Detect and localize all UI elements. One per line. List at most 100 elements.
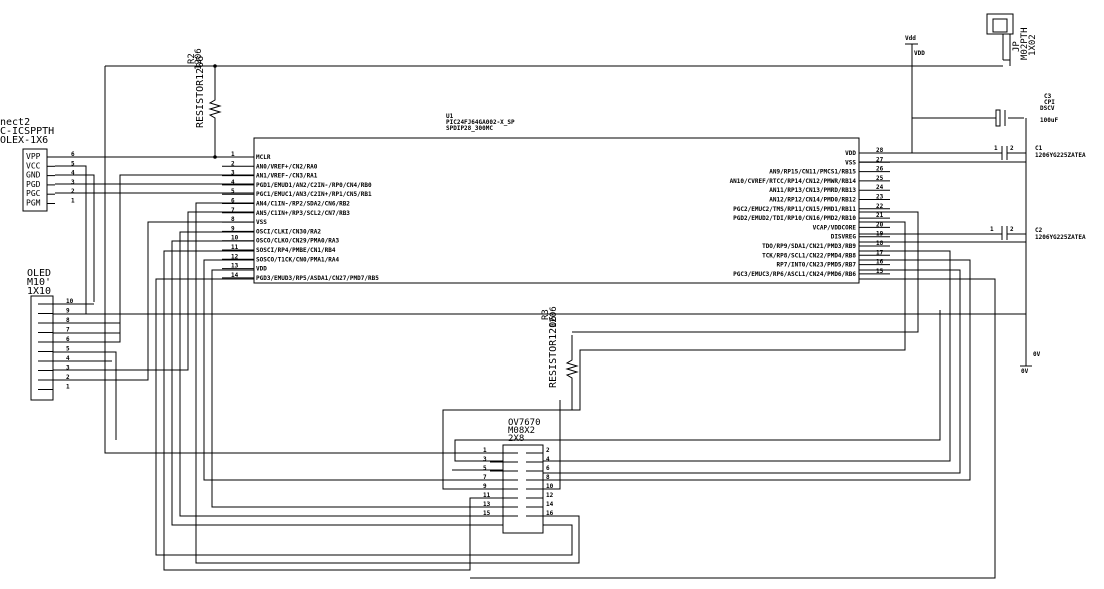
icsp-part: C-ICSPPTH bbox=[0, 126, 54, 137]
u1-pin-number: 7 bbox=[231, 207, 235, 214]
u1-pin-number: 9 bbox=[231, 225, 235, 232]
u1-pin-name: PGD2/EMUD2/TDI/RP10/CN16/PMD2/RB10 bbox=[733, 215, 856, 222]
capacitor-c2[interactable]: 1 2 C2 1206YG225ZATEA bbox=[990, 226, 1086, 241]
u1-package: SPDIP28_300MC bbox=[446, 125, 493, 132]
u1-pin-number: 20 bbox=[876, 221, 884, 228]
icsp-pin-name: PGM bbox=[26, 199, 41, 208]
oled-pin-number: 1 bbox=[66, 384, 70, 391]
ov7670-pin-number: 12 bbox=[546, 492, 554, 499]
u1-pin-number: 10 bbox=[231, 235, 239, 242]
u1-pin-number: 3 bbox=[231, 170, 235, 177]
jp-inner bbox=[992, 18, 1008, 33]
u1-pin-name: AN10/CVREF/RTCC/RP14/CN12/PMWR/RB14 bbox=[730, 178, 857, 185]
jp-part: M02PTH bbox=[1020, 27, 1030, 60]
icsp-pin-name: PGC bbox=[26, 189, 41, 198]
resistor-r2[interactable]: R2 1206 RESISTOR1206 bbox=[187, 48, 222, 159]
jumper-jp[interactable]: JP M02PTH 1X02 bbox=[986, 13, 1038, 66]
ov7670-pin-number: 15 bbox=[483, 510, 491, 517]
u1-pin-number: 6 bbox=[231, 198, 235, 205]
ov7670-pin-number: 7 bbox=[483, 474, 487, 481]
u1-pin-name: VSS bbox=[845, 159, 856, 166]
r3-zigzag bbox=[565, 335, 579, 410]
icsp-pin-name: VPP bbox=[26, 152, 41, 161]
u1-pin-number: 12 bbox=[231, 253, 239, 260]
oled-pin-number: 10 bbox=[66, 298, 74, 305]
c3-package: DSCV bbox=[1040, 105, 1055, 112]
r3-part: RESISTOR1206 bbox=[548, 316, 559, 388]
u1-pin-name: PGC3/EMUC3/RP6/ASCL1/CN24/PMD6/RB6 bbox=[733, 271, 856, 278]
net-wires bbox=[53, 44, 1027, 579]
ov7670-pin-number: 4 bbox=[546, 456, 550, 463]
icsp-body bbox=[22, 148, 48, 212]
u1-pin-number: 26 bbox=[876, 166, 884, 173]
ov7670-pin-number: 5 bbox=[483, 465, 487, 472]
u1-pin-name: AN11/RP13/CN13/PMRD/RB13 bbox=[769, 187, 856, 194]
c1-part: 1206YG225ZATEA bbox=[1035, 152, 1086, 159]
u1-pin-number: 13 bbox=[231, 263, 239, 270]
u1-pin-number: 16 bbox=[876, 259, 884, 266]
u1-pin-number: 22 bbox=[876, 203, 884, 210]
u1-pin-name: AN1/VREF-/CN3/RA1 bbox=[256, 173, 318, 180]
u1-pin-number: 14 bbox=[231, 272, 239, 279]
c3-ref: C3 bbox=[1044, 93, 1052, 100]
vdd-supply: Vdd VDD bbox=[905, 35, 925, 57]
c2-pin2: 2 bbox=[1010, 226, 1014, 233]
icsp-pin-number: 3 bbox=[71, 179, 75, 186]
capacitor-c3[interactable]: C3 CPI DSCV 100uF bbox=[912, 93, 1058, 127]
icsp-pin-number: 6 bbox=[71, 151, 75, 158]
c1-pin2: 2 bbox=[1010, 145, 1014, 152]
c2-ref: C2 bbox=[1035, 227, 1043, 234]
u1-pin-name: DISVREG bbox=[831, 234, 857, 241]
u1-pin-number: 24 bbox=[876, 184, 884, 191]
u1-pin-number: 28 bbox=[876, 147, 884, 154]
u1-pin-name: AN9/RP15/CN11/PMCS1/RB15 bbox=[769, 169, 856, 176]
u1-pin-name: PGC2/EMUC2/TMS/RP11/CN15/PMD1/RB11 bbox=[733, 206, 856, 213]
c1-pin1: 1 bbox=[994, 145, 998, 152]
u1-pin-name: VDD bbox=[256, 266, 267, 273]
gnd-label-2: 0V bbox=[1021, 368, 1029, 375]
u1-pin-name: OSCI/CLKI/CN30/RA2 bbox=[256, 228, 321, 235]
oled-package: 1X10 bbox=[27, 286, 51, 297]
ov7670-pin-number: 1 bbox=[483, 447, 487, 454]
r2-zigzag bbox=[208, 66, 222, 157]
resistor-r3[interactable]: R3 1206 RESISTOR1206 bbox=[541, 306, 579, 410]
ov7670-pin-number: 2 bbox=[546, 447, 550, 454]
u1-pin-number: 1 bbox=[231, 151, 235, 158]
u1-pin-name: RP7/INT0/CN23/PMD5/RB7 bbox=[777, 262, 857, 269]
ov7670-pin-number: 3 bbox=[483, 456, 487, 463]
u1-pin-name: VCAP/VDDCORE bbox=[813, 224, 857, 231]
r2-ref: R2 bbox=[187, 53, 197, 64]
u1-pin-number: 2 bbox=[231, 160, 235, 167]
jp-ref: JP bbox=[1012, 41, 1022, 52]
u1-pin-name: VDD bbox=[845, 150, 856, 157]
ov7670-pin-number: 13 bbox=[483, 501, 491, 508]
oled-body bbox=[30, 295, 54, 401]
c2-part: 1206YG225ZATEA bbox=[1035, 234, 1086, 241]
u1-pin-name: PGD1/EMUD1/AN2/C2IN-/RP0/CN4/RB0 bbox=[256, 182, 372, 189]
u1-pin-name: OSCO/CLKO/CN29/PMA0/RA3 bbox=[256, 238, 339, 245]
oled-pin-number: 6 bbox=[66, 336, 70, 343]
c3-part: CPI bbox=[1044, 99, 1055, 106]
jp-body bbox=[986, 13, 1014, 35]
oled-pin-number: 3 bbox=[66, 365, 70, 372]
ov7670-pin-number: 10 bbox=[546, 483, 554, 490]
oled-pin-number: 4 bbox=[66, 355, 70, 362]
u1-pin-number: 25 bbox=[876, 175, 884, 182]
ov7670-package: 2X8 bbox=[508, 434, 524, 444]
u1-body bbox=[253, 137, 860, 284]
u1-pin-name: AN4/C1IN-/RP2/SDA2/CN6/RB2 bbox=[256, 201, 350, 208]
icsp-pin-number: 1 bbox=[71, 198, 75, 205]
u1-pin-number: 4 bbox=[231, 179, 235, 186]
u1-pin-number: 5 bbox=[231, 188, 235, 195]
ov7670-pin-number: 11 bbox=[483, 492, 491, 499]
r2-part: RESISTOR1206 bbox=[195, 56, 206, 128]
c3-plate-pos bbox=[995, 109, 1001, 127]
c3-value: 100uF bbox=[1040, 117, 1058, 124]
vdd-label: Vdd bbox=[905, 35, 916, 42]
